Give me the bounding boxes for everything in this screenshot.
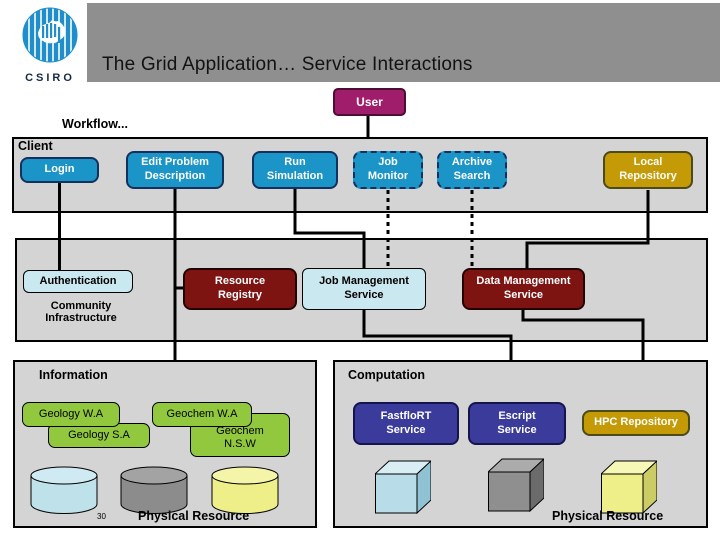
user-node: User bbox=[333, 88, 406, 116]
connector-edit-resource-registry-information bbox=[173, 189, 183, 361]
geology-sa-node: Geology S.A bbox=[48, 423, 150, 448]
run-simulation-node: Run Simulation bbox=[252, 151, 338, 189]
csiro-logo: CSIRO bbox=[14, 6, 86, 84]
csiro-logo-icon bbox=[22, 7, 78, 63]
computation-section-label: Computation bbox=[348, 368, 426, 382]
login-node: Login bbox=[20, 157, 99, 183]
archive-search-node: Archive Search bbox=[437, 151, 507, 189]
workflow-label: Workflow... bbox=[62, 117, 128, 131]
escript-service-node: Escript Service bbox=[468, 402, 566, 445]
compute-cube-yellow-icon bbox=[601, 460, 657, 514]
connector-data-management-computation bbox=[521, 310, 645, 361]
local-repository-node: Local Repository bbox=[603, 151, 693, 189]
geochem-wa-node: Geochem W.A bbox=[152, 402, 252, 427]
connector-job-management-computation bbox=[362, 310, 513, 361]
community-infrastructure-label: Community Infrastructure bbox=[45, 300, 117, 324]
connector-local-repo-data-management bbox=[525, 190, 650, 268]
database-cylinder-yellow-icon bbox=[211, 466, 279, 514]
resource-registry-node: Resource Registry bbox=[183, 268, 297, 310]
fastflo-service-node: FastfloRT Service bbox=[353, 402, 459, 445]
information-section-label: Information bbox=[39, 368, 108, 382]
compute-cube-gray-icon bbox=[488, 458, 544, 512]
database-cylinder-gray-icon bbox=[120, 466, 188, 514]
job-management-service-node: Job Management Service bbox=[302, 268, 426, 310]
page-title: The Grid Application… Service Interactio… bbox=[102, 54, 473, 75]
compute-cube-blue-icon bbox=[375, 460, 431, 514]
edit-problem-description-node: Edit Problem Description bbox=[126, 151, 224, 189]
title-band: The Grid Application… Service Interactio… bbox=[87, 3, 720, 82]
connector-runsim-job-management bbox=[293, 189, 366, 268]
authentication-node: Authentication bbox=[23, 270, 133, 293]
client-section-label: Client bbox=[18, 139, 53, 153]
database-cylinder-blue-icon bbox=[30, 466, 98, 514]
computation-physical-resource-label: Physical Resource bbox=[552, 509, 664, 523]
geology-wa-node: Geology W.A bbox=[22, 402, 120, 427]
hpc-repository-node: HPC Repository bbox=[582, 410, 690, 436]
job-monitor-node: Job Monitor bbox=[353, 151, 423, 189]
information-physical-resource-label: Physical Resource bbox=[138, 509, 250, 523]
page-number: 30 bbox=[97, 512, 106, 521]
data-management-service-node: Data Management Service bbox=[462, 268, 585, 310]
csiro-wordmark: CSIRO bbox=[25, 72, 75, 84]
